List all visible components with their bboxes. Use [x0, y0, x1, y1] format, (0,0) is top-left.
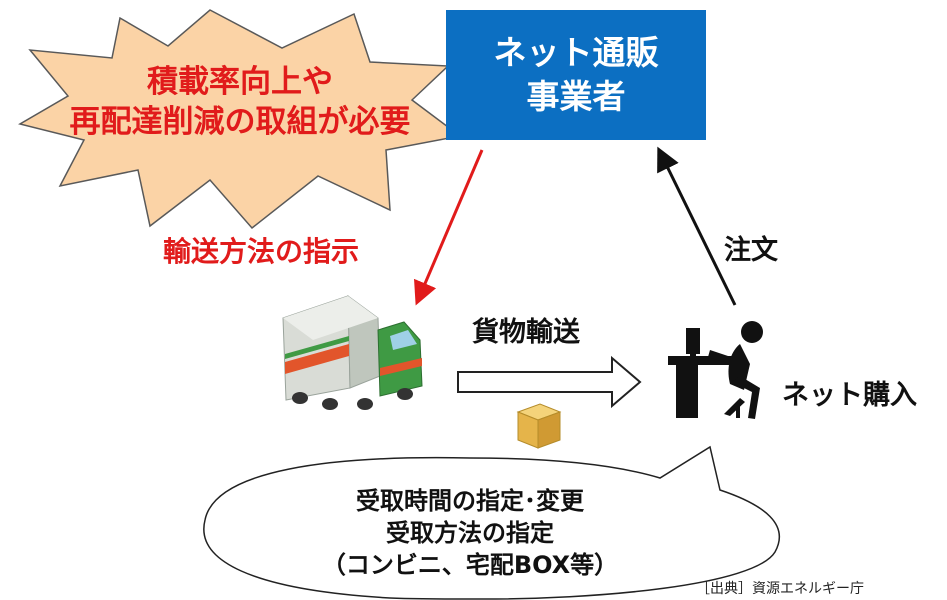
- bubble-text: 受取時間の指定･変更 受取方法の指定 （コンビニ、宅配BOX等）: [280, 485, 660, 581]
- burst-line-2: 再配達削減の取組が必要: [69, 104, 411, 140]
- bubble-line-1: 受取時間の指定･変更: [356, 487, 584, 515]
- transport-instruction-label: 輸送方法の指示: [163, 235, 360, 268]
- speech-bubble-shape: [203, 445, 781, 600]
- cargo-transport-arrow: [457, 355, 642, 409]
- operator-line-1: ネット通販: [493, 33, 659, 72]
- person-at-computer-icon: [668, 321, 763, 419]
- bubble-line-3: （コンビニ、宅配BOX等）: [321, 551, 619, 579]
- source-note-container: ［出典］資源エネルギー庁: [696, 578, 947, 600]
- ec-operator-box: ネット通販 事業者: [446, 10, 706, 140]
- bubble-line-2: 受取方法の指定: [386, 519, 554, 547]
- source-note: ［出典］資源エネルギー庁: [696, 581, 864, 597]
- red-instruction-arrow: [414, 149, 484, 306]
- order-arrow: [657, 146, 737, 306]
- truck-icon: [282, 294, 423, 410]
- operator-line-2: 事業者: [526, 77, 626, 116]
- order-label: 注文: [724, 235, 778, 266]
- net-purchase-label: ネット購入: [782, 380, 917, 411]
- parcel-box-icon: [516, 403, 562, 449]
- burst-line-1: 積載率向上や: [147, 64, 333, 100]
- explosion-burst-shape: [18, 9, 462, 230]
- burst-text: 積載率向上や 再配達削減の取組が必要: [0, 62, 480, 142]
- cargo-transport-label: 貨物輸送: [472, 317, 580, 348]
